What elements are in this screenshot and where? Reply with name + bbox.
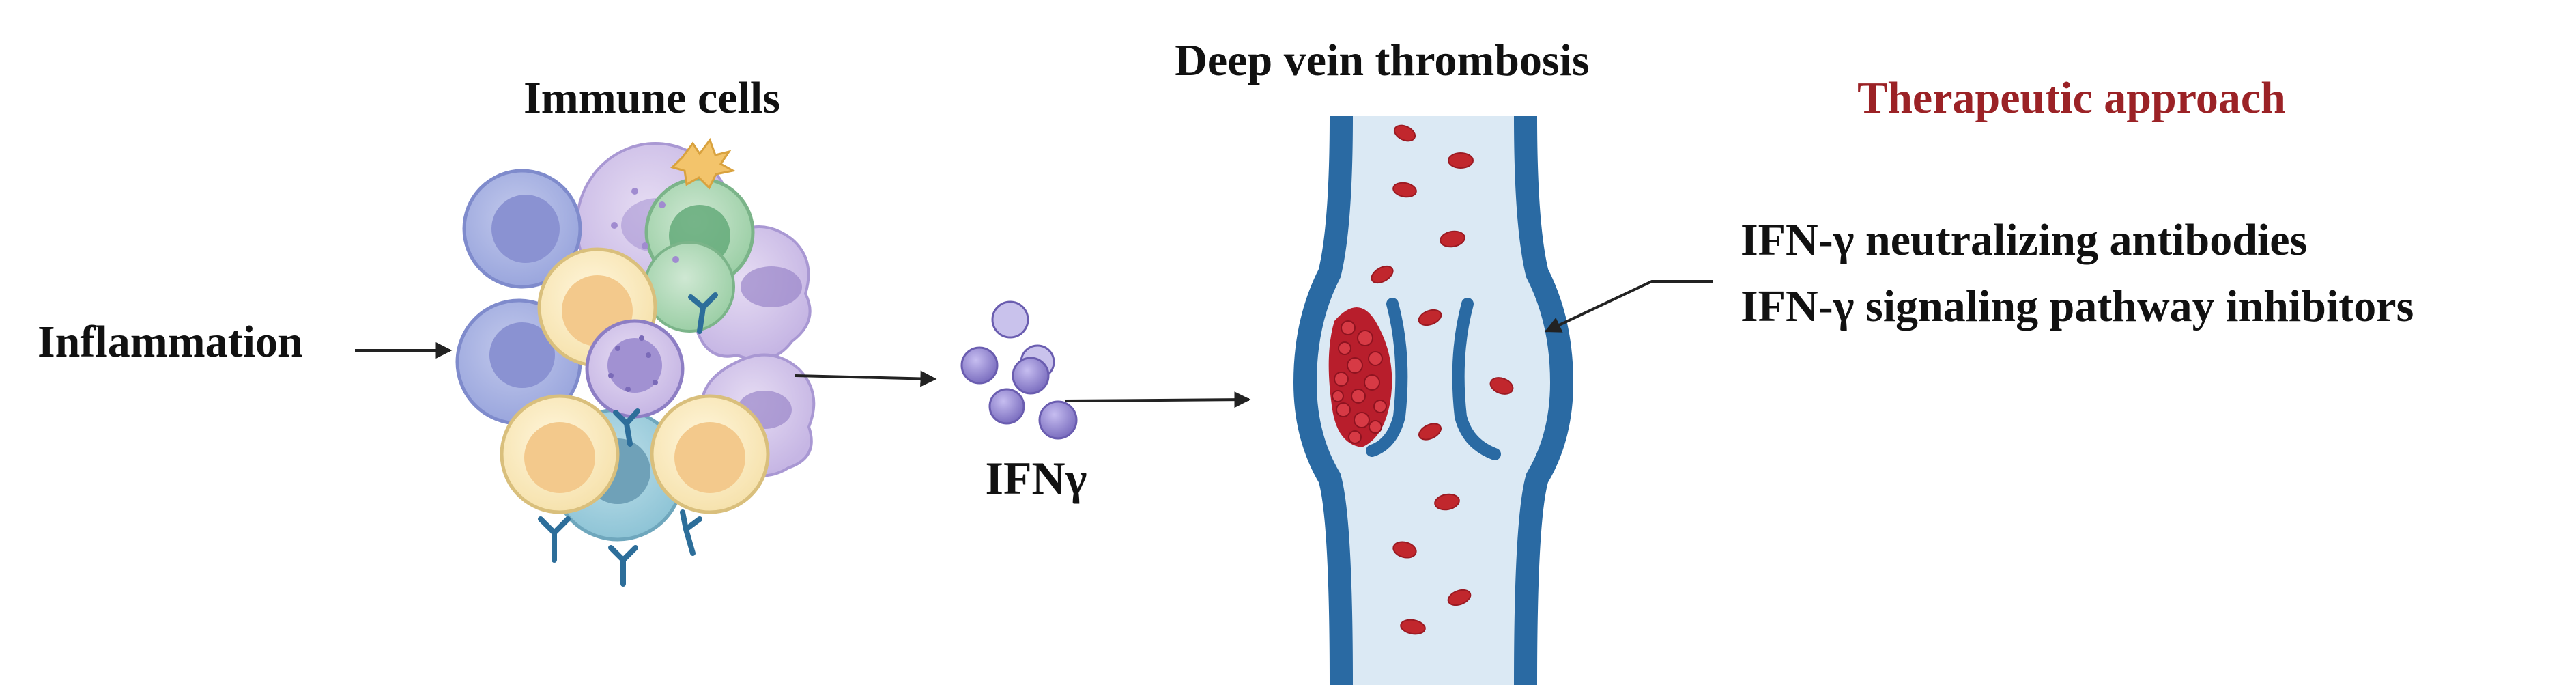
dendritic-cell bbox=[670, 137, 736, 190]
dvt-label: Deep vein thrombosis bbox=[1175, 36, 1589, 85]
immune-cell-cluster bbox=[455, 137, 816, 587]
red-blood-cell bbox=[1418, 423, 1442, 441]
red-blood-cell bbox=[1392, 541, 1417, 559]
vein-valve-right bbox=[1452, 298, 1501, 460]
vein-wall-left bbox=[1293, 115, 1353, 685]
ifn-particle bbox=[960, 346, 999, 385]
red-blood-cell bbox=[1371, 265, 1394, 284]
arrow-cells-to-ifn bbox=[795, 370, 937, 387]
red-blood-cells bbox=[1371, 124, 1514, 635]
vein-wall-right bbox=[1514, 115, 1574, 685]
arrow-therapy-to-vein bbox=[1544, 280, 1713, 333]
red-blood-cell bbox=[1447, 589, 1472, 606]
therapy-item: IFN-γ signaling pathway inhibitors bbox=[1741, 281, 2414, 331]
vein-illustration bbox=[1293, 115, 1574, 685]
inflammation-label: Inflammation bbox=[38, 317, 303, 367]
ifn-particle bbox=[1038, 400, 1078, 440]
therapeutic-approach-heading: Therapeutic approach bbox=[1857, 73, 2286, 123]
red-blood-cell bbox=[1393, 124, 1416, 142]
ifn-particle bbox=[991, 300, 1029, 339]
red-blood-cell bbox=[1400, 619, 1426, 635]
thrombus bbox=[1328, 307, 1392, 447]
red-blood-cell bbox=[1489, 377, 1514, 395]
therapy-item: IFN-γ neutralizing antibodies bbox=[1741, 215, 2307, 265]
ifn-gamma-label: IFNγ bbox=[986, 452, 1087, 504]
ifn-particle bbox=[1012, 357, 1050, 395]
vein-valve-left bbox=[1366, 298, 1408, 457]
ifn-gamma-particles bbox=[960, 300, 1078, 440]
red-blood-cell bbox=[1418, 309, 1442, 326]
arrow-ifn-to-dvt bbox=[1064, 391, 1251, 408]
antibody-icon bbox=[538, 292, 718, 587]
ifn-particle bbox=[988, 388, 1025, 425]
red-blood-cell bbox=[1440, 230, 1465, 248]
red-blood-cell bbox=[1448, 152, 1474, 169]
red-blood-cell bbox=[1392, 182, 1417, 198]
vein-lumen bbox=[1297, 116, 1570, 685]
red-blood-cell bbox=[1434, 493, 1460, 511]
immune-cells-label: Immune cells bbox=[524, 73, 780, 123]
flow-arrows bbox=[355, 280, 1713, 408]
